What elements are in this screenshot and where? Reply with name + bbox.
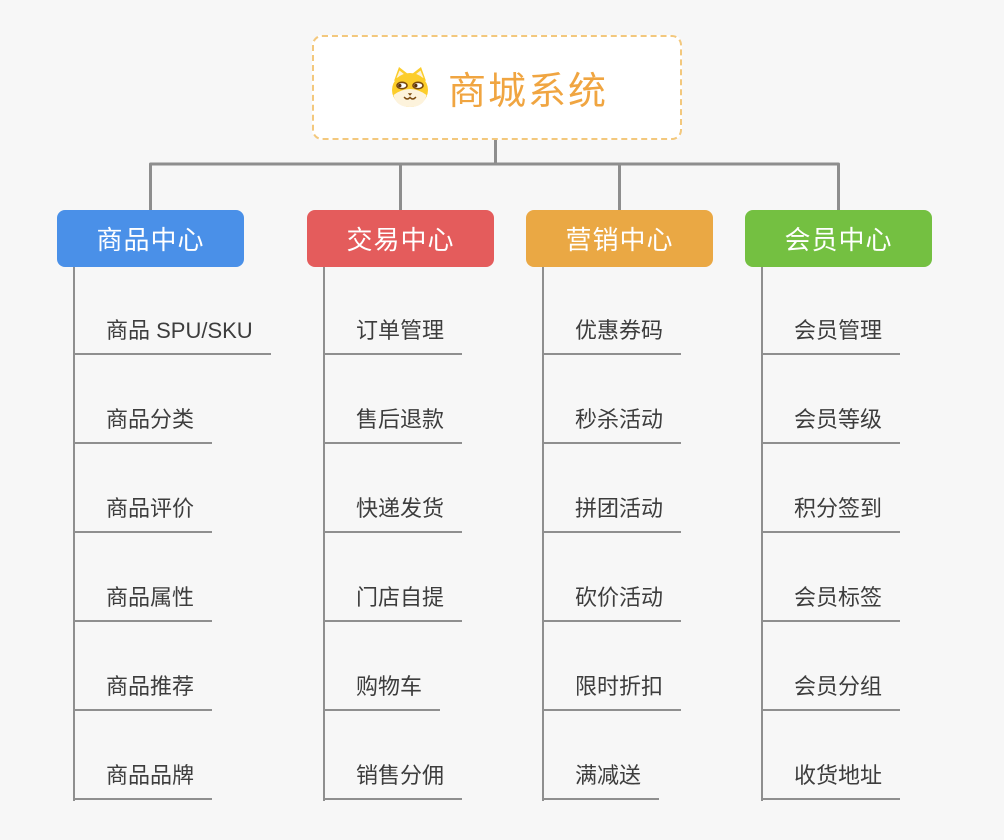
- branch-marketing-center[interactable]: 营销中心: [526, 210, 713, 267]
- leaf-node[interactable]: 收货地址: [761, 756, 901, 800]
- leaf-node[interactable]: 砍价活动: [542, 578, 682, 622]
- leaf-node[interactable]: 会员标签: [761, 578, 901, 622]
- leaf-node[interactable]: 商品评价: [73, 489, 213, 533]
- leaf-node[interactable]: 销售分佣: [323, 756, 463, 800]
- leaf-node[interactable]: 门店自提: [323, 578, 463, 622]
- leaf-node[interactable]: 商品分类: [73, 400, 213, 444]
- leaf-node[interactable]: 限时折扣: [542, 667, 682, 711]
- leaf-node[interactable]: 商品品牌: [73, 756, 213, 800]
- leaf-node[interactable]: 订单管理: [323, 311, 463, 355]
- leaf-node[interactable]: 秒杀活动: [542, 400, 682, 444]
- leaf-node[interactable]: 满减送: [542, 756, 660, 800]
- root-node[interactable]: 商城系统: [312, 35, 682, 140]
- leaf-node[interactable]: 会员管理: [761, 311, 901, 355]
- leaf-node[interactable]: 积分签到: [761, 489, 901, 533]
- leaf-node[interactable]: 商品 SPU/SKU: [73, 311, 271, 355]
- branch-trade-center[interactable]: 交易中心: [307, 210, 494, 267]
- leaf-node[interactable]: 商品属性: [73, 578, 213, 622]
- leaf-node[interactable]: 会员等级: [761, 400, 901, 444]
- branch-product-center[interactable]: 商品中心: [57, 210, 244, 267]
- leaf-node[interactable]: 拼团活动: [542, 489, 682, 533]
- leaf-node[interactable]: 商品推荐: [73, 667, 213, 711]
- leaf-node[interactable]: 购物车: [323, 667, 441, 711]
- root-title: 商城系统: [447, 71, 608, 113]
- shiba-icon: [386, 65, 434, 111]
- leaf-node[interactable]: 优惠券码: [542, 311, 682, 355]
- leaf-node[interactable]: 快递发货: [323, 489, 463, 533]
- leaf-node[interactable]: 会员分组: [761, 667, 901, 711]
- leaf-node[interactable]: 售后退款: [323, 400, 463, 444]
- branch-member-center[interactable]: 会员中心: [745, 210, 932, 267]
